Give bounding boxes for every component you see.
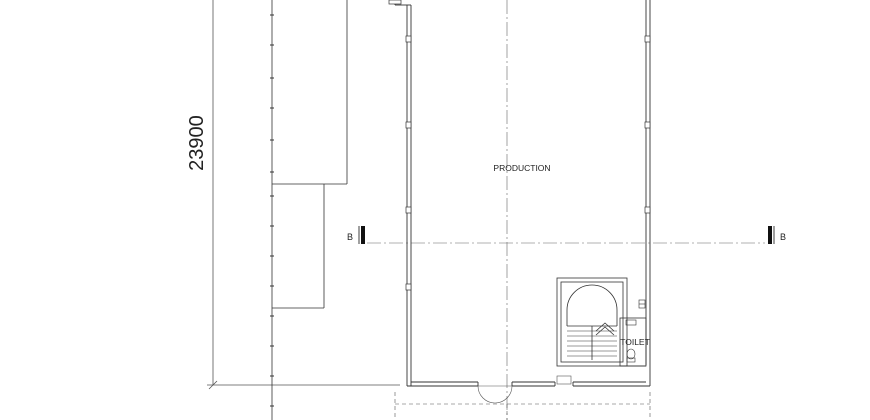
dimension-tick-bottom [208, 380, 218, 390]
grid-lines [367, 0, 765, 420]
toilet-fixtures-icon [625, 299, 646, 363]
dimension-text: 23900 [186, 115, 208, 171]
section-marker-right-symbol [768, 226, 775, 244]
section-marker-left-symbol [358, 226, 365, 244]
section-marker-left: B [347, 232, 353, 242]
wall-columns [388, 0, 651, 291]
column-markers-left [270, 14, 274, 407]
room-label-toilet: TOILET [620, 337, 650, 347]
door-swings [477, 375, 572, 404]
stair-direction-arrow-icon [595, 322, 615, 336]
dimension-line-group [207, 0, 400, 390]
section-marker-right: B [780, 232, 786, 242]
site-boundary [394, 392, 651, 420]
building-walls [394, 0, 651, 387]
stair-core [556, 277, 628, 367]
room-label-production: PRODUCTION [493, 163, 550, 173]
adjacent-building-outline [271, 0, 348, 420]
toilet-room [619, 317, 647, 367]
